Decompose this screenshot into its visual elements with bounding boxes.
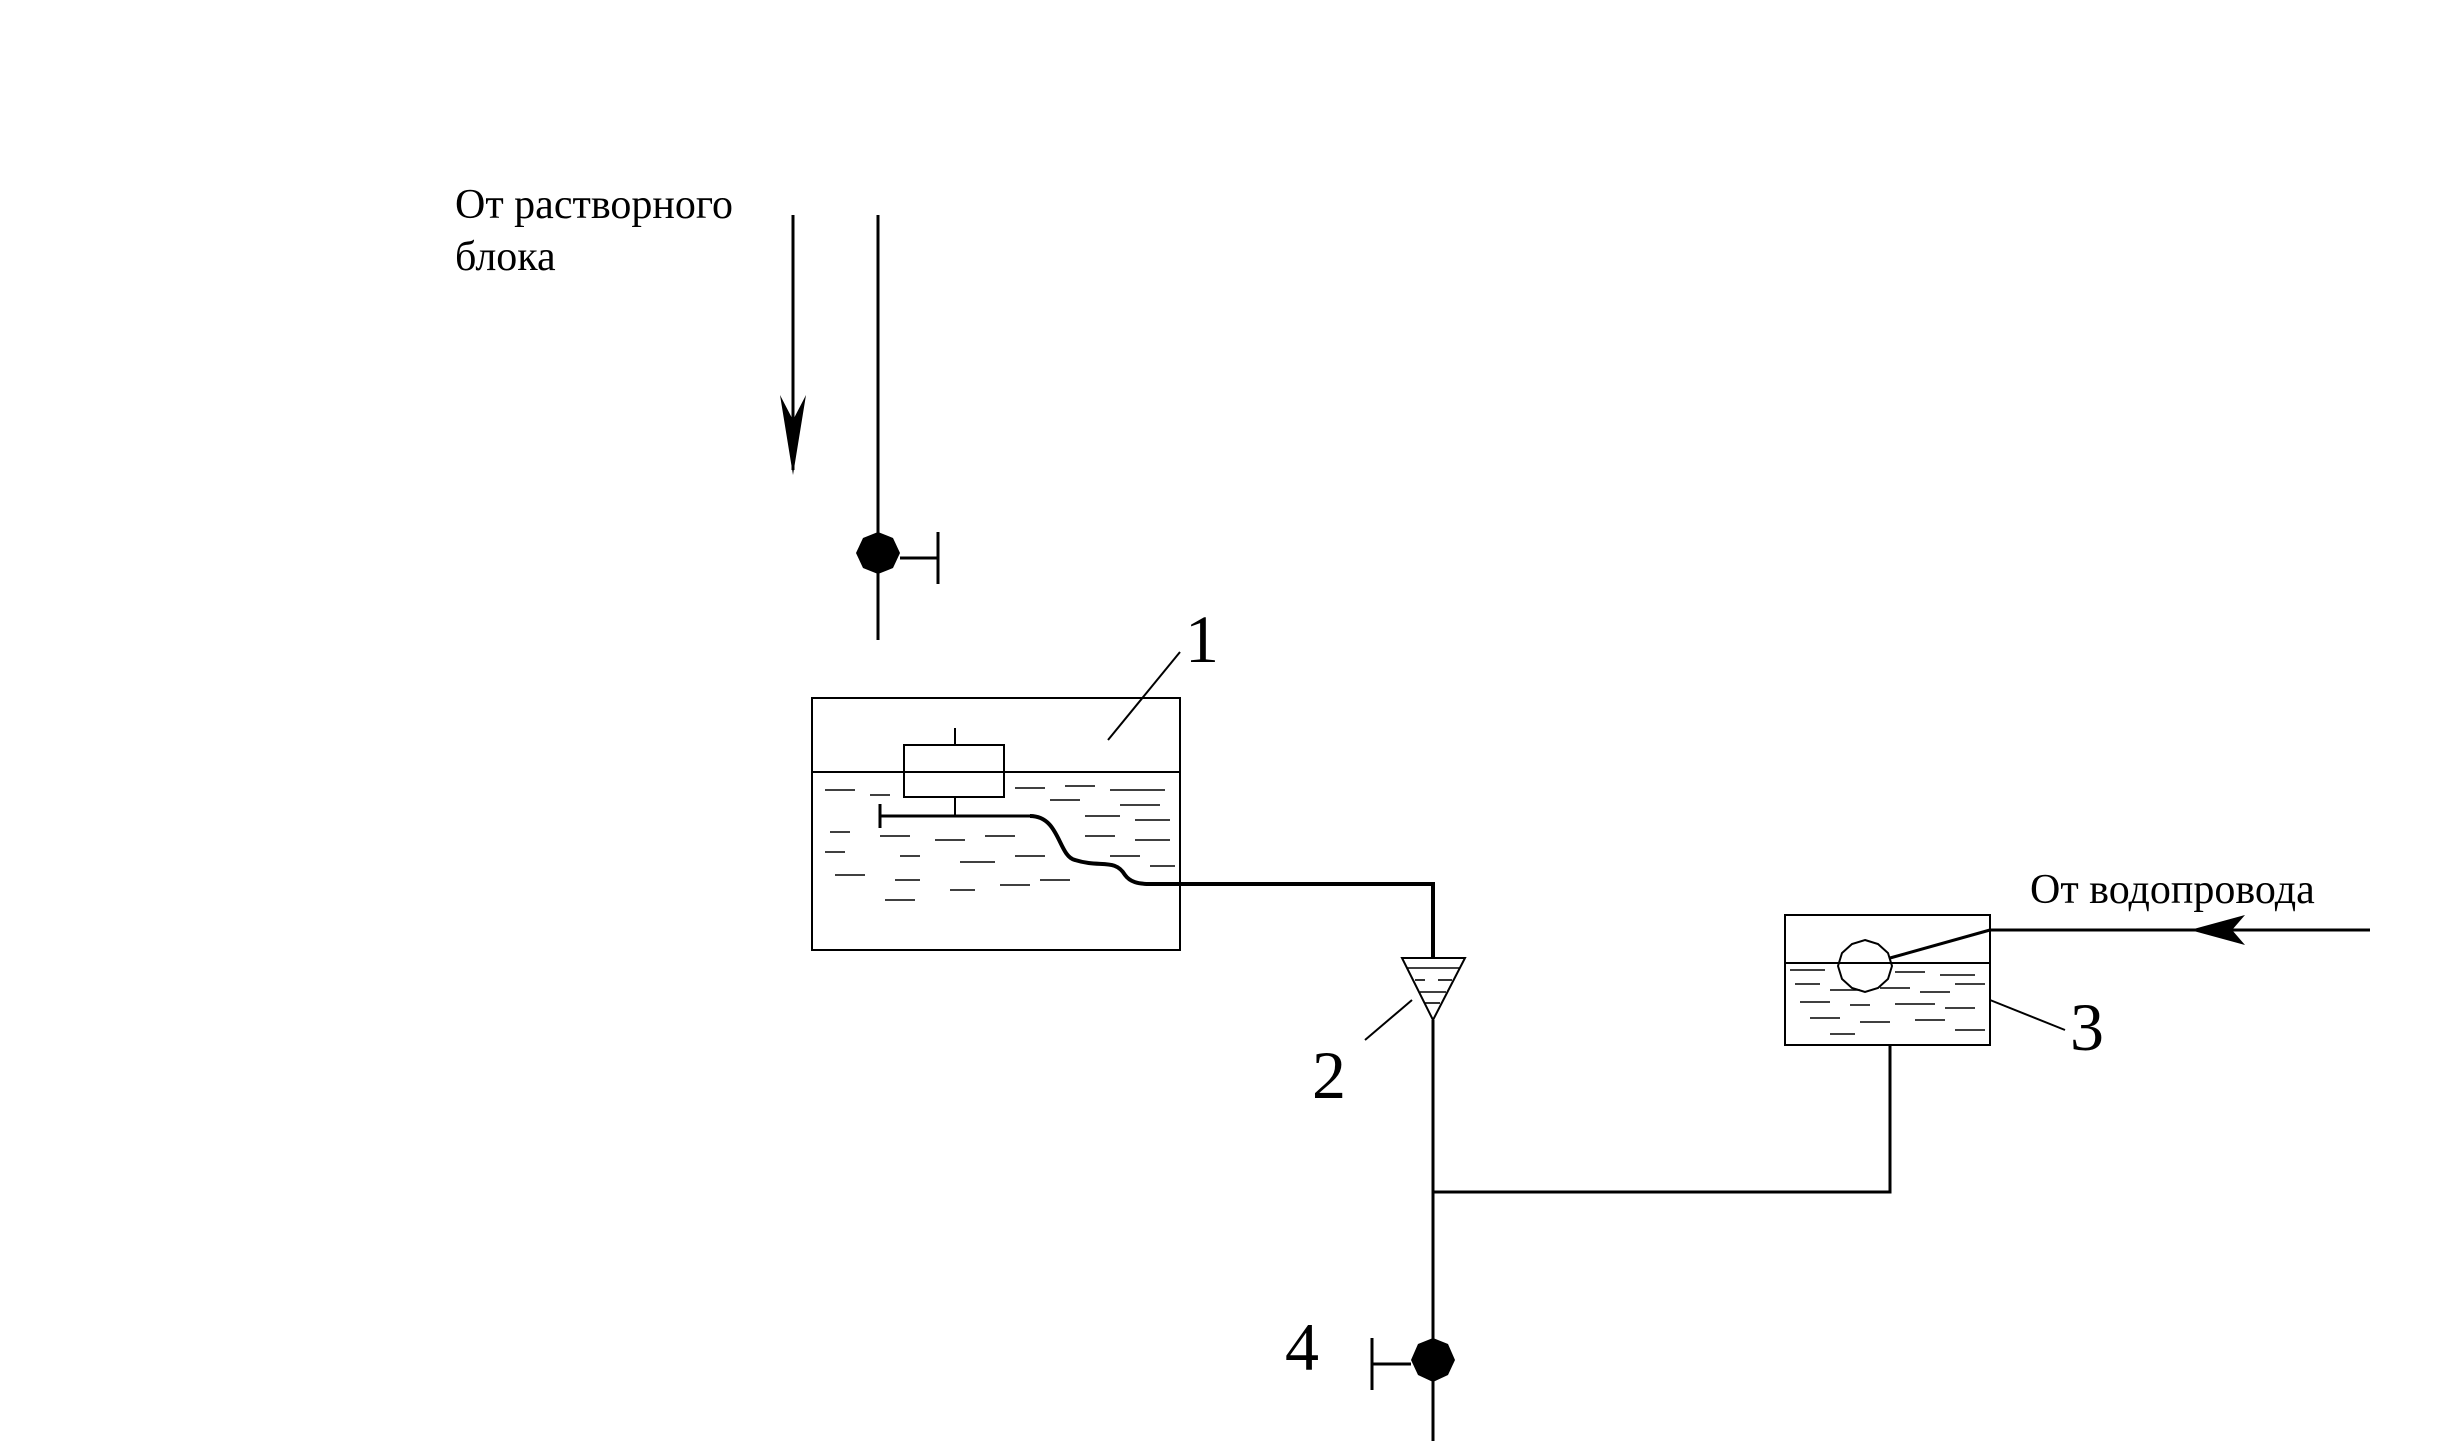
- callout-4: 4: [1285, 1309, 1319, 1385]
- label-from-solution-block-line1: От растворного: [455, 182, 733, 228]
- label-from-solution-block-line2: блока: [455, 234, 556, 280]
- callout-3-leader: [1989, 999, 2066, 1031]
- callout-2: 2: [1312, 1037, 1346, 1113]
- valve-icon[interactable]: [1370, 1338, 1455, 1390]
- flow-arrow-left-icon: [2190, 915, 2245, 945]
- callout-1-leader: [1107, 651, 1181, 741]
- callout-2-leader: [1364, 999, 1413, 1041]
- flow-arrow-down-icon: [780, 215, 806, 475]
- float-tank-3: [1784, 914, 1991, 1046]
- float-tank-3-water: [1790, 969, 1985, 1035]
- callout-3: 3: [2070, 989, 2104, 1065]
- callout-1: 1: [1185, 601, 1219, 677]
- tank-1-water: [825, 785, 1175, 901]
- tank-1-outlet-pipe: [1150, 882, 1435, 958]
- funnel-2: [1400, 957, 1467, 1023]
- tank-1: [811, 697, 1181, 951]
- tank-3-outlet-pipe: [1433, 1045, 1892, 1194]
- label-from-water-supply: От водопровода: [2030, 867, 2315, 913]
- valve-icon[interactable]: [856, 532, 940, 584]
